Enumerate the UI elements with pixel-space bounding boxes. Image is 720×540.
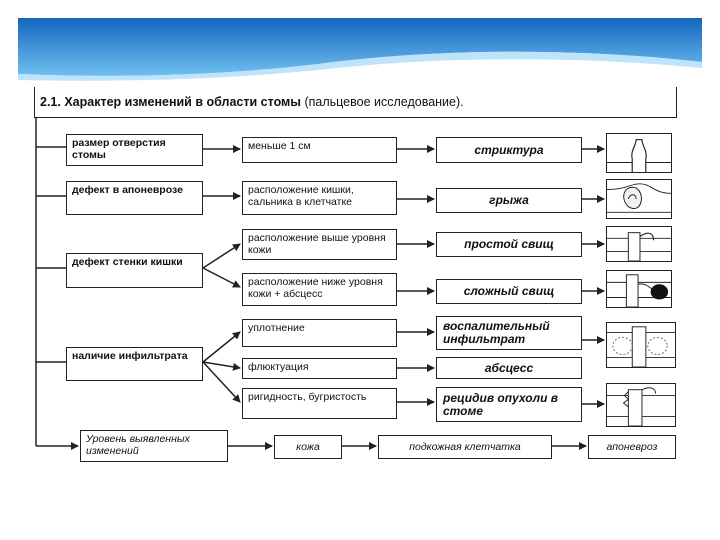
category-size: размер отверстия стомы: [66, 134, 203, 166]
level-subcutaneous: подкожная клетчатка: [378, 435, 552, 459]
category-aponeurosis: дефект в апоневрозе: [66, 181, 203, 215]
result-recurrence: рецидив опухоли в стоме: [436, 387, 582, 422]
result-hernia: грыжа: [436, 188, 582, 213]
diagram-heading: 2.1. Характер изменений в области стомы …: [40, 95, 676, 109]
simple-fistula-illustration: [606, 226, 672, 262]
level-skin: кожа: [274, 435, 342, 459]
heading-underline: [34, 117, 676, 118]
frame-left-top: [34, 87, 35, 118]
category-infiltrate: наличие инфильтрата: [66, 347, 203, 381]
infiltrate-illustration: [606, 322, 676, 368]
finding-aponeurosis: расположение кишки, сальника в клетчатке: [242, 181, 397, 215]
complex-fistula-illustration: [606, 270, 672, 308]
finding-induration: уплотнение: [242, 319, 397, 347]
category-wall: дефект стенки кишки: [66, 253, 203, 288]
result-stricture: стриктура: [436, 137, 582, 163]
header-banner: [18, 18, 702, 84]
finding-above-skin: расположение выше уровня кожи: [242, 229, 397, 260]
finding-fluctuation: флюктуация: [242, 358, 397, 379]
stricture-illustration: [606, 133, 672, 173]
banner-wave: [18, 18, 702, 81]
heading-number: 2.1.: [40, 95, 61, 109]
finding-size: меньше 1 см: [242, 137, 397, 163]
heading-title: Характер изменений в области стомы: [64, 95, 301, 109]
hernia-illustration: [606, 179, 672, 219]
heading-note: (пальцевое исследование).: [304, 95, 464, 109]
level-label: Уровень выявленных изменений: [80, 430, 228, 462]
finding-rigidity: ригидность, бугристость: [242, 388, 397, 419]
result-infiltrate: воспалительный инфильтрат: [436, 316, 582, 350]
level-aponeurosis: апоневроз: [588, 435, 676, 459]
result-abscess: абсцесс: [436, 357, 582, 379]
frame-right-top: [676, 87, 677, 118]
finding-below-skin: расположение ниже уровня кожи + абсцесс: [242, 273, 397, 306]
result-simple-fistula: простой свищ: [436, 232, 582, 257]
result-complex-fistula: сложный свищ: [436, 279, 582, 304]
tumor-recurrence-illustration: [606, 383, 676, 427]
